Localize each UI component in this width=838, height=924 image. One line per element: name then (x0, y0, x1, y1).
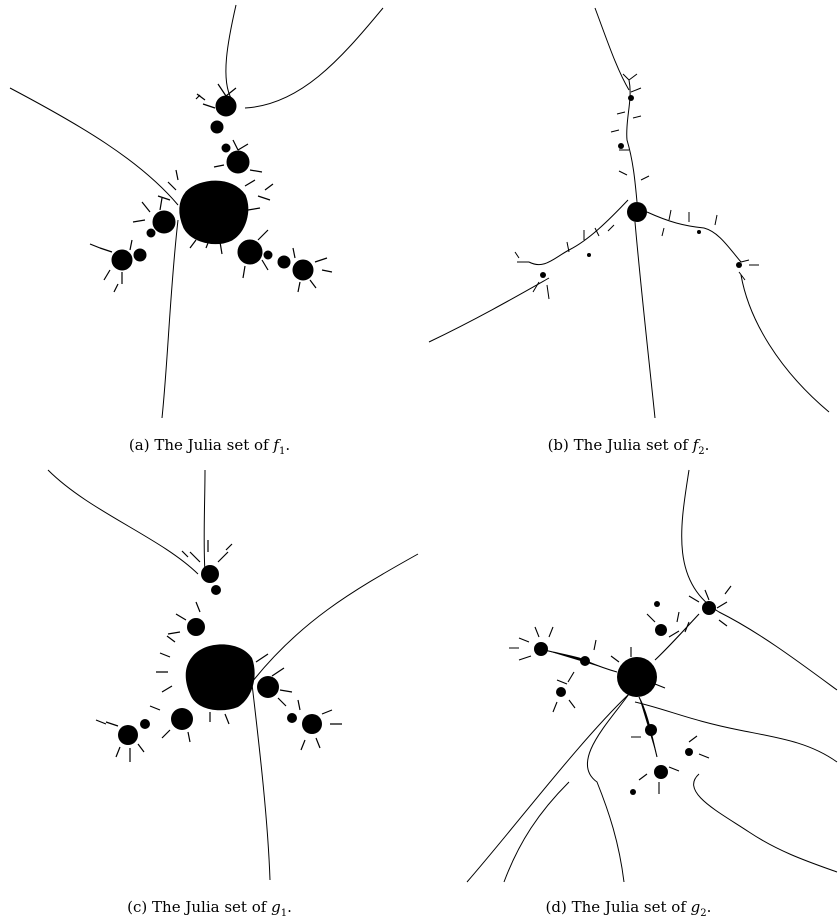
fractal-branches (95, 540, 342, 762)
julia-set-f2-plot (428, 7, 830, 419)
external-ray (251, 553, 419, 683)
external-ray (586, 693, 630, 883)
external-ray (681, 469, 838, 691)
external-ray (594, 7, 630, 91)
figure-b: (b) The Julia set of f2. (419, 0, 838, 462)
external-ray (251, 683, 271, 881)
fractal-branches (514, 73, 759, 300)
external-ray (634, 221, 656, 419)
figure-a: (a) The Julia set of f1. (0, 0, 419, 462)
external-ray (161, 219, 179, 419)
caption-d: (d) The Julia set of g2. (545, 898, 712, 919)
julia-fractal (118, 565, 322, 745)
caption-a: (a) The Julia set of f1. (128, 436, 291, 457)
external-ray (466, 693, 630, 883)
fractal-branches (509, 585, 732, 794)
external-ray (634, 701, 838, 763)
caption-b: (b) The Julia set of f2. (547, 436, 710, 457)
julia-fractal (540, 95, 742, 278)
julia-fractal (111, 95, 314, 281)
external-ray (740, 274, 830, 413)
julia-fractal (534, 601, 716, 795)
julia-set-g1-plot (47, 469, 419, 881)
figure-d: (d) The Julia set of g2. (419, 462, 838, 924)
external-ray (693, 773, 838, 873)
figure-c: (c) The Julia set of g1. (0, 462, 419, 924)
external-ray (225, 4, 237, 101)
external-ray (203, 469, 206, 573)
external-ray (503, 781, 570, 883)
external-ray (9, 87, 179, 206)
julia-set-f1-plot (9, 4, 384, 419)
external-ray (47, 469, 199, 575)
external-ray (428, 277, 550, 343)
caption-c: (c) The Julia set of g1. (127, 898, 292, 919)
julia-set-g2-plot (466, 469, 838, 883)
external-ray (244, 7, 384, 109)
fractal-branches (89, 83, 333, 293)
